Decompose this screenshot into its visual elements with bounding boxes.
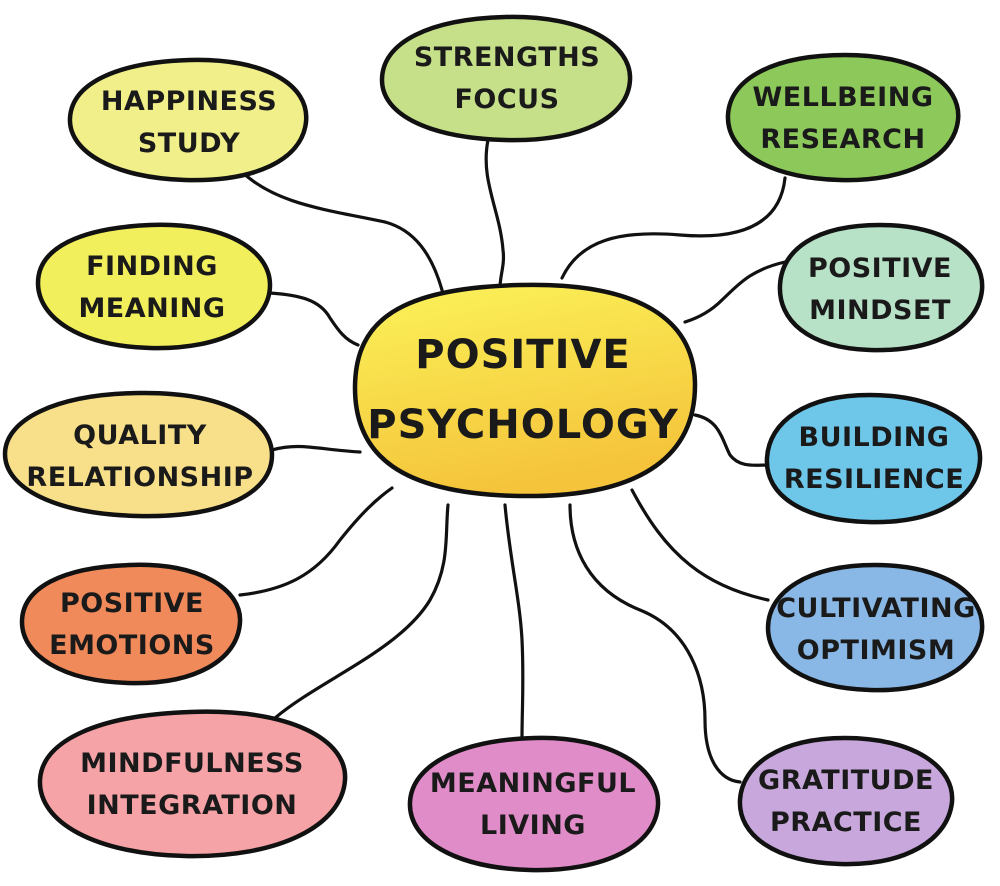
- connector-mindfulness-integration: [273, 503, 450, 720]
- node-label-line-2: FOCUS: [454, 84, 559, 115]
- connector-positive-mindset: [683, 260, 787, 324]
- node-label-line-1: GRATITUDE: [758, 765, 934, 796]
- node-label-line-1: WELLBEING: [753, 82, 934, 113]
- node-label-line-2: MINDSET: [809, 295, 951, 326]
- node-label-line-1: STRENGTHS: [414, 42, 600, 73]
- branch-nodes: HAPPINESS STUDY STRENGTHS FOCUS WELLBEIN…: [2, 14, 985, 873]
- connector-gratitude-practice: [568, 503, 742, 784]
- node-positive-emotions: POSITIVE EMOTIONS: [19, 562, 243, 686]
- node-label-line-2: RESILIENCE: [784, 464, 964, 495]
- node-label-line-1: CULTIVATING: [776, 593, 976, 624]
- node-wellbeing-research: WELLBEING RESEARCH: [725, 52, 961, 183]
- connector-wellbeing-research: [560, 176, 787, 280]
- connector-positive-emotions: [238, 486, 394, 597]
- node-gratitude-practice: GRATITUDE PRACTICE: [737, 735, 955, 867]
- node-mindfulness-integration: MINDFULNESS INTEGRATION: [37, 709, 348, 859]
- node-label-line-2: EMOTIONS: [49, 630, 215, 661]
- node-label-line-2: RELATIONSHIP: [26, 462, 253, 493]
- node-label-line-1: HAPPINESS: [101, 86, 277, 117]
- connector-strengths-focus: [484, 138, 506, 290]
- connector-quality-relationship: [270, 444, 362, 454]
- connectors: [238, 138, 787, 784]
- node-label-line-1: POSITIVE: [60, 588, 204, 619]
- node-happiness-study: HAPPINESS STUDY: [67, 57, 309, 183]
- connector-cultivating-optimism: [630, 488, 770, 602]
- node-label-line-2: STUDY: [138, 128, 240, 159]
- node-label-line-2: MEANING: [78, 293, 225, 324]
- node-positive-mindset: POSITIVE MINDSET: [777, 222, 985, 353]
- connector-meaningful-living: [503, 503, 525, 740]
- node-label-line-2: OPTIMISM: [797, 635, 955, 666]
- center-title-line-1: POSITIVE: [415, 332, 630, 378]
- node-label-line-1: QUALITY: [73, 420, 207, 451]
- node-quality-relationship: QUALITY RELATIONSHIP: [2, 390, 275, 519]
- node-strengths-focus: STRENGTHS FOCUS: [379, 14, 633, 143]
- node-building-resilience: BUILDING RESILIENCE: [764, 392, 983, 525]
- center-title-line-2: PSYCHOLOGY: [367, 402, 679, 448]
- node-label-line-2: RESEARCH: [760, 124, 925, 155]
- node-cultivating-optimism: CULTIVATING OPTIMISM: [765, 562, 985, 693]
- node-label-line-1: POSITIVE: [808, 253, 952, 284]
- node-label-line-1: BUILDING: [799, 422, 950, 453]
- node-label-line-1: MEANINGFUL: [430, 768, 636, 799]
- node-label-line-2: INTEGRATION: [87, 790, 298, 821]
- node-label-line-2: PRACTICE: [770, 807, 922, 838]
- node-finding-meaning: FINDING MEANING: [35, 222, 273, 351]
- node-meaningful-living: MEANINGFUL LIVING: [407, 735, 661, 873]
- node-label-line-1: FINDING: [86, 251, 218, 282]
- connector-happiness-study: [238, 168, 444, 292]
- node-label-line-1: MINDFULNESS: [80, 748, 304, 779]
- node-label-line-2: LIVING: [480, 810, 586, 841]
- connector-finding-meaning: [268, 291, 360, 347]
- center-node-shape: [352, 282, 698, 499]
- connector-building-resilience: [693, 413, 770, 467]
- center-node: POSITIVE PSYCHOLOGY: [352, 282, 698, 499]
